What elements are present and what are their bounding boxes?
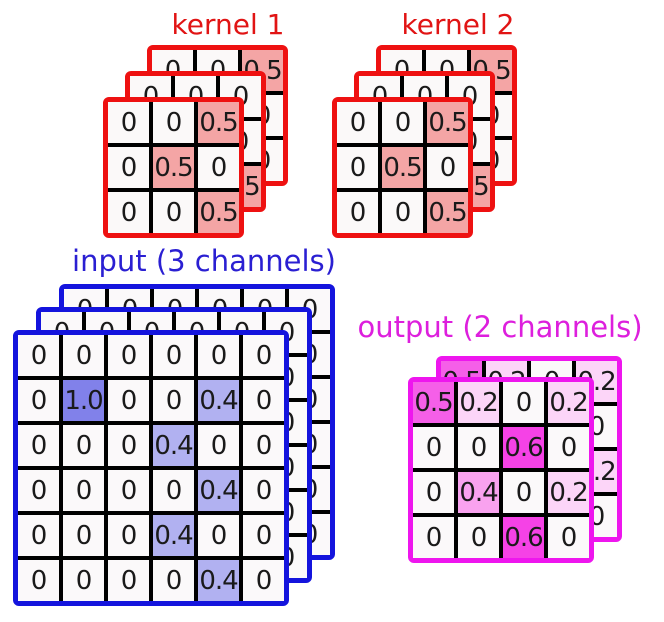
input-cell-l1-r1c2: 0 bbox=[63, 335, 104, 376]
input-cell-l1-r1c1: 0 bbox=[18, 335, 59, 376]
kernel-1-title: kernel 1 bbox=[171, 8, 285, 41]
input-cell-l1-r3c2: 0 bbox=[63, 425, 104, 466]
input-cell-l1-r4c4: 0 bbox=[153, 470, 194, 511]
input-cell-l1-r6c3: 0 bbox=[108, 560, 149, 601]
kernel-1-cell-l1-r3c1: 0 bbox=[108, 192, 149, 233]
output-cell-l1-r1c2: 0.2 bbox=[458, 382, 499, 423]
input-cell-l1-r1c4: 0 bbox=[153, 335, 194, 376]
input-cell-l1-r2c2: 1.0 bbox=[63, 380, 104, 421]
kernel-2-cell-l1-r1c1: 0 bbox=[337, 102, 378, 143]
kernel-1-cell-l1-r3c3: 0.5 bbox=[198, 192, 239, 233]
input-cell-l1-r2c4: 0 bbox=[153, 380, 194, 421]
input-cell-l1-r4c2: 0 bbox=[63, 470, 104, 511]
input-cell-l1-r4c1: 0 bbox=[18, 470, 59, 511]
input-cell-l1-r6c5: 0.4 bbox=[198, 560, 239, 601]
input-cell-l1-r5c4: 0.4 bbox=[153, 515, 194, 556]
input-cell-l1-r2c6: 0 bbox=[243, 380, 284, 421]
input-cell-l1-r4c5: 0.4 bbox=[198, 470, 239, 511]
output-cell-l1-r2c2: 0 bbox=[458, 427, 499, 468]
output-cell-l1-r1c1: 0.5 bbox=[413, 382, 454, 423]
input-cell-l1-r1c5: 0 bbox=[198, 335, 239, 376]
input-cell-l1-r5c2: 0 bbox=[63, 515, 104, 556]
output-cell-l1-r2c1: 0 bbox=[413, 427, 454, 468]
input-cell-l1-r4c6: 0 bbox=[243, 470, 284, 511]
input-cell-l1-r3c4: 0.4 bbox=[153, 425, 194, 466]
input-cell-l1-r2c1: 0 bbox=[18, 380, 59, 421]
output-title: output (2 channels) bbox=[357, 310, 643, 344]
kernel-1-cell-l1-r1c2: 0 bbox=[153, 102, 194, 143]
input-cell-l1-r3c1: 0 bbox=[18, 425, 59, 466]
input-cell-l1-r2c3: 0 bbox=[108, 380, 149, 421]
input-title: input (3 channels) bbox=[72, 244, 336, 278]
input-cell-l1-r6c1: 0 bbox=[18, 560, 59, 601]
input-cell-l1-r6c2: 0 bbox=[63, 560, 104, 601]
output-cell-l1-r4c2: 0 bbox=[458, 517, 499, 558]
input-cell-l1-r6c6: 0 bbox=[243, 560, 284, 601]
input-cell-l1-r5c1: 0 bbox=[18, 515, 59, 556]
kernel-1-cell-l1-r1c3: 0.5 bbox=[198, 102, 239, 143]
output-cell-l1-r3c1: 0 bbox=[413, 472, 454, 513]
input-cell-l1-r3c5: 0 bbox=[198, 425, 239, 466]
input-cell-l1-r5c6: 0 bbox=[243, 515, 284, 556]
output-cell-l1-r4c4: 0 bbox=[548, 517, 589, 558]
kernel-2-cell-l1-r2c1: 0 bbox=[337, 147, 378, 188]
kernel-2-cell-l1-r1c2: 0 bbox=[382, 102, 423, 143]
output-cell-l1-r3c2: 0.4 bbox=[458, 472, 499, 513]
input-cell-l1-r1c6: 0 bbox=[243, 335, 284, 376]
input-cell-l1-r5c5: 0 bbox=[198, 515, 239, 556]
input-cell-l1-r1c3: 0 bbox=[108, 335, 149, 376]
output-cell-l1-r3c3: 0 bbox=[503, 472, 544, 513]
input-cell-l1-r3c6: 0 bbox=[243, 425, 284, 466]
input-cell-l1-r6c4: 0 bbox=[153, 560, 194, 601]
kernel-2-cell-l1-r3c1: 0 bbox=[337, 192, 378, 233]
kernel-1-cell-l1-r3c2: 0 bbox=[153, 192, 194, 233]
output-cell-l1-r2c4: 0 bbox=[548, 427, 589, 468]
input-cell-l1-r2c5: 0.4 bbox=[198, 380, 239, 421]
input-cell-l1-r3c3: 0 bbox=[108, 425, 149, 466]
kernel-2-cell-l1-r2c2: 0.5 bbox=[382, 147, 423, 188]
input-cell-l1-r5c3: 0 bbox=[108, 515, 149, 556]
kernel-1-cell-l1-r2c3: 0 bbox=[198, 147, 239, 188]
kernel-2-cell-l1-r3c2: 0 bbox=[382, 192, 423, 233]
output-cell-l1-r4c3: 0.6 bbox=[503, 517, 544, 558]
kernel-1-cell-l1-r1c1: 0 bbox=[108, 102, 149, 143]
output-cell-l1-r1c3: 0 bbox=[503, 382, 544, 423]
kernel-2-cell-l1-r2c3: 0 bbox=[427, 147, 468, 188]
kernel-2-title: kernel 2 bbox=[401, 8, 515, 41]
output-cell-l1-r4c1: 0 bbox=[413, 517, 454, 558]
kernel-2-cell-l1-r3c3: 0.5 bbox=[427, 192, 468, 233]
output-cell-l1-r3c4: 0.2 bbox=[548, 472, 589, 513]
kernel-2-cell-l1-r1c3: 0.5 bbox=[427, 102, 468, 143]
input-cell-l1-r4c3: 0 bbox=[108, 470, 149, 511]
kernel-1-cell-l1-r2c2: 0.5 bbox=[153, 147, 194, 188]
kernel-1-cell-l1-r2c1: 0 bbox=[108, 147, 149, 188]
output-cell-l1-r2c3: 0.6 bbox=[503, 427, 544, 468]
output-cell-l1-r1c4: 0.2 bbox=[548, 382, 589, 423]
